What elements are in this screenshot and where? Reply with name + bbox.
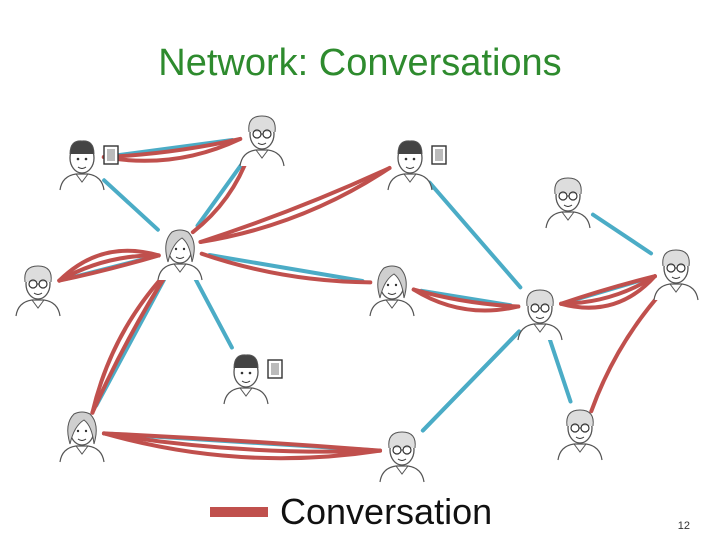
person-elder-woman-icon [239, 115, 285, 167]
person-man-with-frame-icon [59, 140, 119, 191]
link-w6-w4 [420, 329, 522, 433]
conversation-arc [589, 286, 667, 414]
person-young-woman-icon [59, 411, 105, 463]
conversation-arc [559, 274, 657, 306]
legend: Conversation [210, 490, 492, 534]
conversation-arc [101, 431, 383, 453]
person-elder-woman-icon [15, 265, 61, 317]
person-young-woman-icon [157, 229, 203, 281]
person-elder-woman-icon [653, 249, 699, 301]
page-number: 12 [677, 520, 690, 532]
person-man-with-frame-icon [223, 354, 283, 405]
link-y1-m3 [192, 274, 234, 350]
person-young-woman-icon [369, 265, 415, 317]
legend-label: Conversation [280, 491, 493, 532]
link-m1-y1 [102, 178, 160, 232]
conversation-arc [57, 248, 161, 283]
link-w1-y1 [195, 158, 247, 228]
conversation-arc [199, 251, 373, 285]
link-w3-w5 [590, 212, 654, 256]
conversation-arc [101, 431, 383, 461]
conversations-layer [57, 136, 667, 461]
conversation-arc [559, 274, 657, 310]
person-elder-woman-icon [517, 289, 563, 341]
person-elder-woman-icon [379, 431, 425, 483]
conversation-arc [198, 166, 392, 244]
conversation-arc [101, 136, 243, 160]
nodes-layer [15, 115, 699, 483]
conversation-arc [90, 267, 172, 415]
person-man-with-frame-icon [387, 140, 447, 191]
conversation-arc [57, 253, 161, 283]
link-y2-w4 [419, 288, 513, 308]
conversation-arc [198, 166, 392, 244]
link-m2-w4 [427, 180, 523, 290]
slide-title: Network: Conversations [158, 42, 562, 84]
conversation-arc [101, 136, 243, 163]
person-elder-woman-icon [545, 177, 591, 229]
legend-conversation-swatch [210, 507, 268, 517]
conversation-arc [90, 267, 172, 415]
conversation-arc [411, 287, 521, 309]
link-y1-y2 [207, 253, 365, 283]
conversation-arc [57, 253, 161, 283]
conversation-arc [559, 274, 657, 306]
person-elder-woman-icon [557, 409, 603, 461]
link-w4-w7 [547, 336, 573, 404]
conversation-arc [101, 431, 383, 454]
conversation-arc [411, 287, 521, 313]
